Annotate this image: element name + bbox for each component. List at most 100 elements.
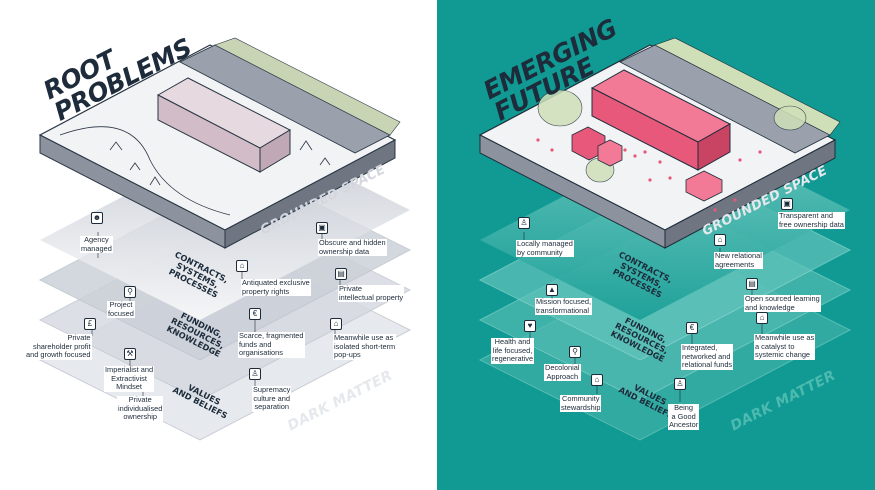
mountain-icon: ▲ <box>546 284 558 296</box>
label-new-relational: New relational agreements <box>714 251 763 270</box>
label-project-focused: Project focused <box>107 300 135 319</box>
right-building-side <box>697 123 731 171</box>
label-line: and growth focused <box>26 350 91 360</box>
pick-icon: ⚒ <box>124 348 136 360</box>
label-line: New relational <box>715 251 762 260</box>
right-shed <box>685 170 723 202</box>
label-line: isolated short-term <box>334 341 396 351</box>
house-icon: ⌂ <box>236 260 248 272</box>
label-line: Mindset <box>116 382 142 392</box>
label-line: and knowledge <box>745 302 795 312</box>
house-icon: ⌂ <box>330 318 342 330</box>
label-line: a catalyst to <box>755 341 795 351</box>
label-meanwhile-catalyst: Meanwhile use as a catalyst to systemic … <box>754 333 816 360</box>
label-line: Approach <box>546 371 579 381</box>
label-transparent-ownership: Transparent and free ownership data <box>778 211 845 230</box>
telescope-icon: ⚲ <box>569 346 581 358</box>
label-line: Extractivist <box>111 373 147 383</box>
label-line: systemic change <box>755 350 811 360</box>
label-line: Open sourced learning <box>745 294 820 303</box>
left-stack <box>38 37 412 441</box>
label-line: shareholder profit <box>33 341 91 351</box>
right-shed <box>597 139 623 167</box>
label-health-life: Health and life focused, regenerative <box>491 337 535 364</box>
label-line: networked and <box>682 351 731 361</box>
funds-icon: € <box>249 308 261 320</box>
label-obscure-ownership: Obscure and hidden ownership data <box>318 238 387 257</box>
label-line: intellectual property <box>339 292 404 302</box>
label-line: Being <box>674 403 694 412</box>
label-private-individualised: Private individualised ownership <box>117 395 164 422</box>
label-scarce-funds: Scarce, fragmented funds and organisatio… <box>238 331 305 358</box>
label-antiquated-rights: Antiquated exclusive property rights <box>241 278 311 297</box>
label-line: Ancestor <box>669 420 699 430</box>
label-line: stewardship <box>561 402 601 412</box>
left-path <box>59 126 231 216</box>
family-icon: ♙ <box>674 378 686 390</box>
label-line: individualised <box>118 403 163 413</box>
label-line: ownership data <box>319 246 370 256</box>
label-agency-managed: Agency managed <box>80 235 113 254</box>
label-decolonial: Decolonial Approach <box>544 363 581 382</box>
label-line: Project <box>109 300 133 309</box>
label-line: agreements <box>715 259 755 269</box>
label-line: ownership <box>123 412 158 422</box>
label-line: relational funds <box>682 360 733 370</box>
label-line: Private <box>67 333 91 342</box>
label-line: Mission focused, <box>536 297 592 306</box>
label-line: managed <box>81 243 112 253</box>
label-meanwhile-isolated: Meanwhile use as isolated short-term pop… <box>333 333 397 360</box>
left-slab-right <box>224 139 396 249</box>
right-tree <box>537 89 583 127</box>
label-locally-managed: Locally managed by community <box>516 239 574 258</box>
label-line: Community <box>562 394 600 403</box>
label-supremacy: Supremacy culture and separation <box>252 385 292 412</box>
label-line: Locally managed <box>517 239 573 248</box>
right-people <box>536 138 762 212</box>
open-folder-icon: ▣ <box>781 198 793 210</box>
label-community-stewardship: Community stewardship <box>560 394 602 413</box>
label-line: Integrated, <box>682 343 718 352</box>
label-line: Meanwhile use as <box>755 333 815 342</box>
label-line: Imperialist and <box>105 365 154 374</box>
left-building-side <box>259 129 291 173</box>
house-handshake-icon: ⌂ <box>714 234 726 246</box>
label-line: free ownership data <box>779 219 844 229</box>
label-private-shareholder: Private shareholder profit and growth fo… <box>25 333 92 360</box>
network-icon: € <box>686 322 698 334</box>
label-line: separation <box>254 402 289 412</box>
open-book-icon: ▤ <box>746 278 758 290</box>
left-green-strip <box>214 37 401 136</box>
pound-icon: £ <box>84 318 96 330</box>
label-integrated-funds: Integrated, networked and relational fun… <box>681 343 734 370</box>
label-good-ancestor: Being a Good Ancestor <box>668 403 700 430</box>
heart-icon: ♥ <box>524 320 536 332</box>
house-icon: ⌂ <box>756 312 768 324</box>
label-line: culture and <box>253 393 290 403</box>
right-slab-right <box>664 139 836 249</box>
label-line: pop-ups <box>334 350 361 360</box>
label-imperialist: Imperialist and Extractivist Mindset <box>104 365 155 392</box>
label-line: property rights <box>242 286 290 296</box>
label-line: Agency <box>84 235 109 244</box>
label-line: by community <box>517 247 563 257</box>
label-line: transformational <box>536 305 589 315</box>
folder-icon: ▣ <box>316 222 328 234</box>
magnifier-icon: ⚲ <box>124 286 136 298</box>
label-line: life focused, <box>492 345 533 355</box>
label-line: a Good <box>671 411 696 421</box>
label-line: regenerative <box>492 354 534 364</box>
label-line: focused <box>108 308 134 318</box>
left-trees <box>109 140 331 186</box>
label-private-ip: Private intellectual property <box>338 284 405 303</box>
label-mission-focused: Mission focused, transformational <box>535 297 593 316</box>
label-line: organisations <box>239 348 283 358</box>
label-line: Scarce, fragmented <box>239 331 304 340</box>
document-icon: ▤ <box>335 268 347 280</box>
house-icon: ⌂ <box>591 374 603 386</box>
label-line: Health and <box>494 337 531 346</box>
label-open-sourced: Open sourced learning and knowledge <box>744 294 821 313</box>
people-icon: ♙ <box>249 368 261 380</box>
